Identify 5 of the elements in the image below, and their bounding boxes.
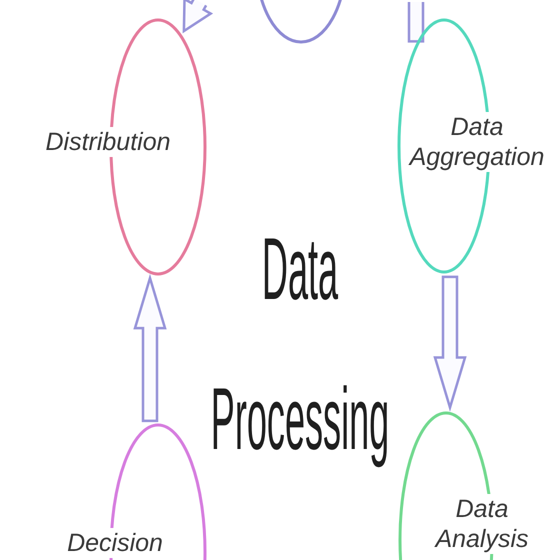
diagram-title: Data Processing xyxy=(210,218,390,470)
block-arrow xyxy=(408,0,424,43)
block-arrow xyxy=(433,276,467,412)
block-arrow xyxy=(133,274,167,422)
block-arrow xyxy=(182,0,214,34)
